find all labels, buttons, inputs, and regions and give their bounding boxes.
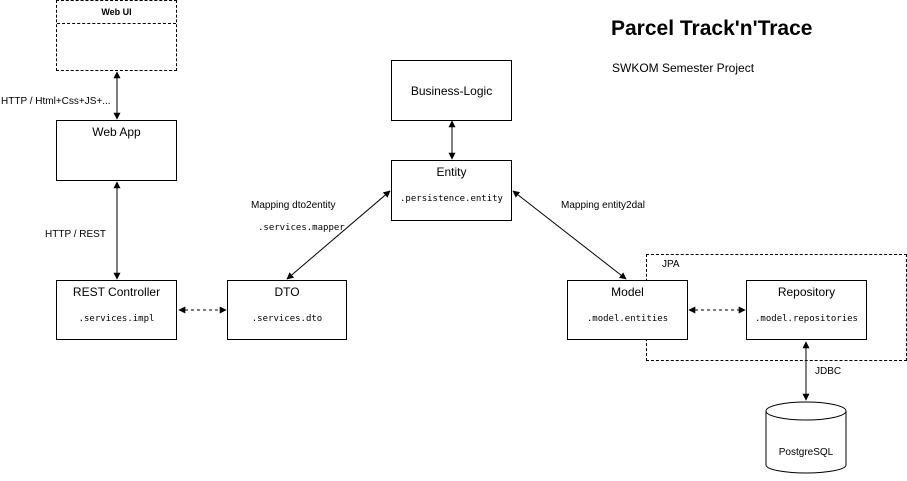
edge-entity-model [512,190,627,280]
business-logic-label: Business-Logic [410,84,493,98]
edge-label-dto-entity: Mapping dto2entity [251,200,336,211]
entity-label: Entity [436,165,467,179]
node-rest-controller: REST Controller .services.impl [56,280,177,340]
edge-sublabel-dto-entity: .services.mapper [258,223,345,233]
jpa-label: JPA [662,259,680,270]
node-web-ui: Web UI [56,0,177,71]
node-web-app: Web App [56,120,177,181]
edge-label-webapp-rest: HTTP / REST [45,229,106,241]
model-package: .model.entities [586,314,669,324]
node-repository: Repository .model.repositories [746,280,867,340]
edge-label-repo-db: JDBC [815,366,842,377]
repository-label: Repository [777,285,836,299]
repository-package: .model.repositories [755,314,858,324]
model-label: Model [611,285,644,299]
node-business-logic: Business-Logic [391,60,512,121]
edge-dto-entity [286,190,391,280]
edge-label-webui-webapp: HTTP / Html+Css+JS+... [1,96,111,108]
web-ui-label: Web UI [57,1,176,24]
dto-label: DTO [274,285,300,299]
dto-package: .services.dto [251,314,323,324]
node-entity: Entity .persistence.entity [391,160,512,221]
rest-controller-package: .services.impl [78,314,155,324]
node-dto: DTO .services.dto [227,280,347,340]
web-app-label: Web App [92,125,141,139]
diagram-title: Parcel Track'n'Trace [611,17,813,40]
rest-controller-label: REST Controller [72,285,161,299]
diagram-subtitle: SWKOM Semester Project [612,61,755,75]
edge-label-entity-model: Mapping entity2dal [561,200,645,211]
entity-package: .persistence.entity [400,194,503,204]
node-model: Model .model.entities [567,280,688,340]
database-label: PostgreSQL [778,447,834,458]
database-cylinder [765,401,847,474]
